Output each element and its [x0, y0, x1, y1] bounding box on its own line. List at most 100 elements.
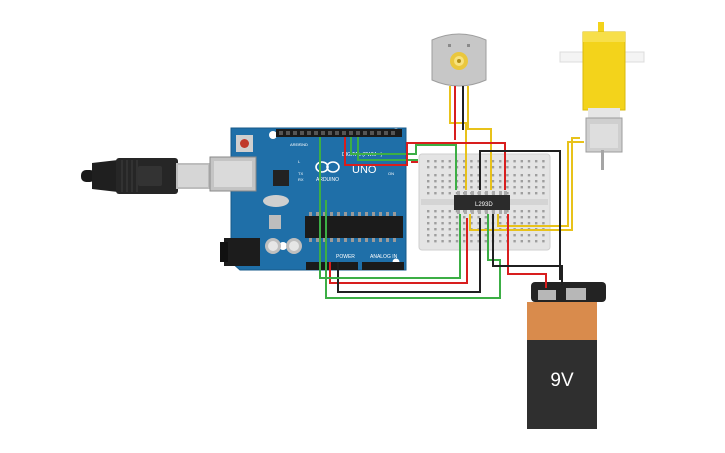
breadboard-hole[interactable]	[448, 160, 451, 163]
breadboard-hole[interactable]	[520, 160, 523, 163]
breadboard-hole[interactable]	[506, 210, 509, 213]
breadboard-hole[interactable]	[499, 216, 502, 219]
wire-green-d7[interactable]	[350, 137, 457, 190]
breadboard-hole[interactable]	[513, 192, 516, 195]
breadboard-hole[interactable]	[499, 160, 502, 163]
breadboard-hole[interactable]	[542, 222, 545, 225]
breadboard-hole[interactable]	[448, 192, 451, 195]
breadboard-hole[interactable]	[434, 160, 437, 163]
breadboard-hole[interactable]	[434, 186, 437, 189]
breadboard-hole[interactable]	[499, 222, 502, 225]
l293d-driver-chip[interactable]: L293D	[454, 191, 510, 214]
breadboard-hole[interactable]	[441, 160, 444, 163]
breadboard-hole[interactable]	[463, 240, 466, 243]
breadboard-hole[interactable]	[542, 174, 545, 177]
breadboard-hole[interactable]	[470, 222, 473, 225]
breadboard-hole[interactable]	[527, 174, 531, 177]
breadboard-hole[interactable]	[499, 234, 502, 237]
breadboard-hole[interactable]	[527, 160, 531, 163]
breadboard-hole[interactable]	[434, 210, 437, 213]
breadboard-hole[interactable]	[527, 180, 531, 183]
breadboard-hole[interactable]	[535, 234, 538, 237]
breadboard-hole[interactable]	[470, 234, 473, 237]
breadboard-hole[interactable]	[477, 186, 480, 189]
breadboard-hole[interactable]	[434, 228, 437, 231]
breadboard-hole[interactable]	[448, 240, 451, 243]
analog-header[interactable]	[362, 262, 404, 270]
breadboard-hole[interactable]	[470, 160, 473, 163]
wire-red-battery[interactable]	[507, 214, 547, 288]
breadboard-hole[interactable]	[477, 234, 480, 237]
breadboard-hole[interactable]	[455, 222, 459, 225]
breadboard-hole[interactable]	[427, 192, 430, 195]
breadboard-hole[interactable]	[441, 180, 444, 183]
breadboard-hole[interactable]	[427, 186, 430, 189]
breadboard-hole[interactable]	[463, 216, 466, 219]
breadboard-hole[interactable]	[527, 234, 531, 237]
breadboard-hole[interactable]	[484, 160, 487, 163]
breadboard-hole[interactable]	[434, 216, 437, 219]
breadboard-hole[interactable]	[427, 240, 430, 243]
breadboard-hole[interactable]	[542, 234, 545, 237]
breadboard-hole[interactable]	[448, 210, 451, 213]
breadboard-hole[interactable]	[441, 210, 444, 213]
breadboard-hole[interactable]	[455, 228, 459, 231]
breadboard-hole[interactable]	[448, 166, 451, 169]
breadboard-hole[interactable]	[470, 240, 473, 243]
breadboard-hole[interactable]	[535, 240, 538, 243]
breadboard-hole[interactable]	[520, 180, 523, 183]
breadboard-hole[interactable]	[506, 166, 509, 169]
breadboard-hole[interactable]	[513, 186, 516, 189]
breadboard-hole[interactable]	[535, 192, 538, 195]
breadboard-hole[interactable]	[484, 180, 487, 183]
breadboard-hole[interactable]	[463, 228, 466, 231]
breadboard-hole[interactable]	[463, 174, 466, 177]
breadboard-hole[interactable]	[477, 240, 480, 243]
breadboard-hole[interactable]	[513, 166, 516, 169]
breadboard-hole[interactable]	[491, 160, 495, 163]
breadboard-hole[interactable]	[542, 186, 545, 189]
breadboard-hole[interactable]	[463, 166, 466, 169]
wire-yellow-motor1-a[interactable]	[449, 86, 467, 190]
breadboard-hole[interactable]	[484, 174, 487, 177]
breadboard-hole[interactable]	[506, 192, 509, 195]
geared-yellow-motor[interactable]	[559, 22, 645, 170]
breadboard-hole[interactable]	[506, 174, 509, 177]
breadboard-hole[interactable]	[513, 174, 516, 177]
breadboard-hole[interactable]	[520, 210, 523, 213]
breadboard-hole[interactable]	[441, 186, 444, 189]
breadboard-hole[interactable]	[448, 174, 451, 177]
usb-cable[interactable]	[81, 158, 210, 194]
wire-black-gnd[interactable]	[479, 150, 561, 280]
breadboard-hole[interactable]	[427, 166, 430, 169]
breadboard-hole[interactable]	[484, 166, 487, 169]
breadboard-hole[interactable]	[441, 240, 444, 243]
breadboard-hole[interactable]	[542, 210, 545, 213]
breadboard-hole[interactable]	[427, 160, 430, 163]
breadboard-hole[interactable]	[441, 234, 444, 237]
breadboard-hole[interactable]	[535, 216, 538, 219]
breadboard-hole[interactable]	[477, 160, 480, 163]
breadboard-hole[interactable]	[527, 186, 531, 189]
breadboard-hole[interactable]	[441, 222, 444, 225]
breadboard-hole[interactable]	[434, 180, 437, 183]
breadboard-hole[interactable]	[527, 216, 531, 219]
breadboard-hole[interactable]	[491, 180, 495, 183]
breadboard-hole[interactable]	[463, 222, 466, 225]
breadboard-hole[interactable]	[520, 166, 523, 169]
breadboard-hole[interactable]	[506, 186, 509, 189]
breadboard-hole[interactable]	[448, 222, 451, 225]
breadboard-hole[interactable]	[441, 166, 444, 169]
breadboard-hole[interactable]	[463, 234, 466, 237]
breadboard-hole[interactable]	[463, 160, 466, 163]
breadboard-hole[interactable]	[535, 222, 538, 225]
breadboard-hole[interactable]	[470, 186, 473, 189]
breadboard-hole[interactable]	[470, 180, 473, 183]
breadboard-hole[interactable]	[491, 186, 495, 189]
breadboard-hole[interactable]	[470, 174, 473, 177]
breadboard-hole[interactable]	[434, 174, 437, 177]
breadboard-hole[interactable]	[427, 234, 430, 237]
breadboard-hole[interactable]	[527, 166, 531, 169]
breadboard-hole[interactable]	[513, 240, 516, 243]
wire-green-d5[interactable]	[357, 137, 418, 161]
